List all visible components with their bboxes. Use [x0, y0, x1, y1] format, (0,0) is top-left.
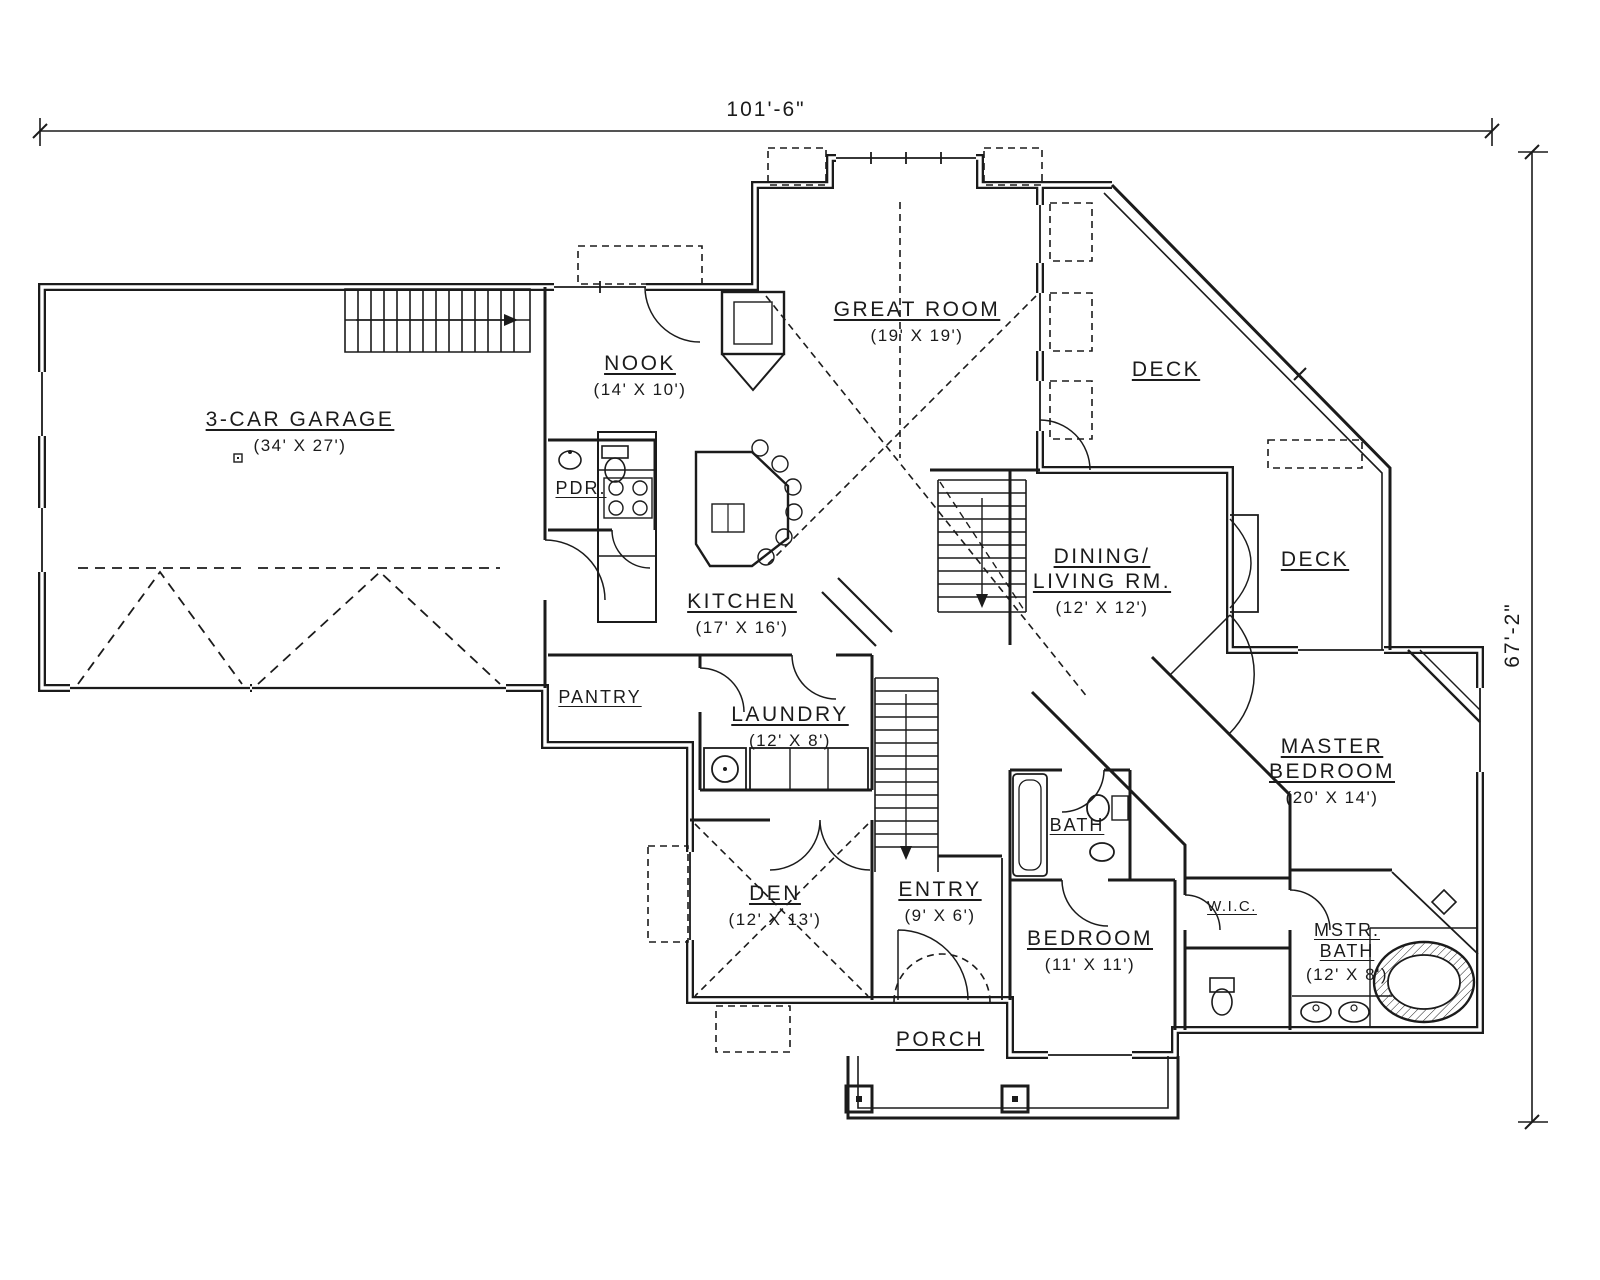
garage-drain — [233, 453, 243, 463]
doors — [544, 286, 1331, 1001]
garage-door-openings — [70, 681, 506, 695]
bath-fixtures — [1012, 773, 1129, 877]
master-bath-fixtures — [1209, 871, 1479, 1028]
dashed-features — [577, 147, 1363, 1053]
fireplace — [720, 290, 786, 392]
porch-outline — [844, 1056, 1180, 1120]
kitchen-fixtures — [597, 431, 893, 647]
stairs-main — [874, 677, 939, 872]
garage-doors — [77, 567, 501, 685]
dimension-lines — [32, 118, 1548, 1130]
windows — [36, 152, 1486, 1061]
deck-railings — [1103, 183, 1392, 650]
stairs-garage — [344, 288, 531, 353]
interior-walls — [543, 287, 1392, 1030]
dimension-top-label: 101'-6" — [726, 98, 806, 121]
laundry-fixtures — [703, 747, 869, 791]
stairs-upper — [937, 479, 1027, 613]
dimension-right-label: 67'-2" — [1501, 602, 1524, 668]
pdr-fixtures — [558, 445, 629, 483]
master-corner-fireplace — [1407, 649, 1481, 723]
dining-bay — [1229, 514, 1259, 613]
